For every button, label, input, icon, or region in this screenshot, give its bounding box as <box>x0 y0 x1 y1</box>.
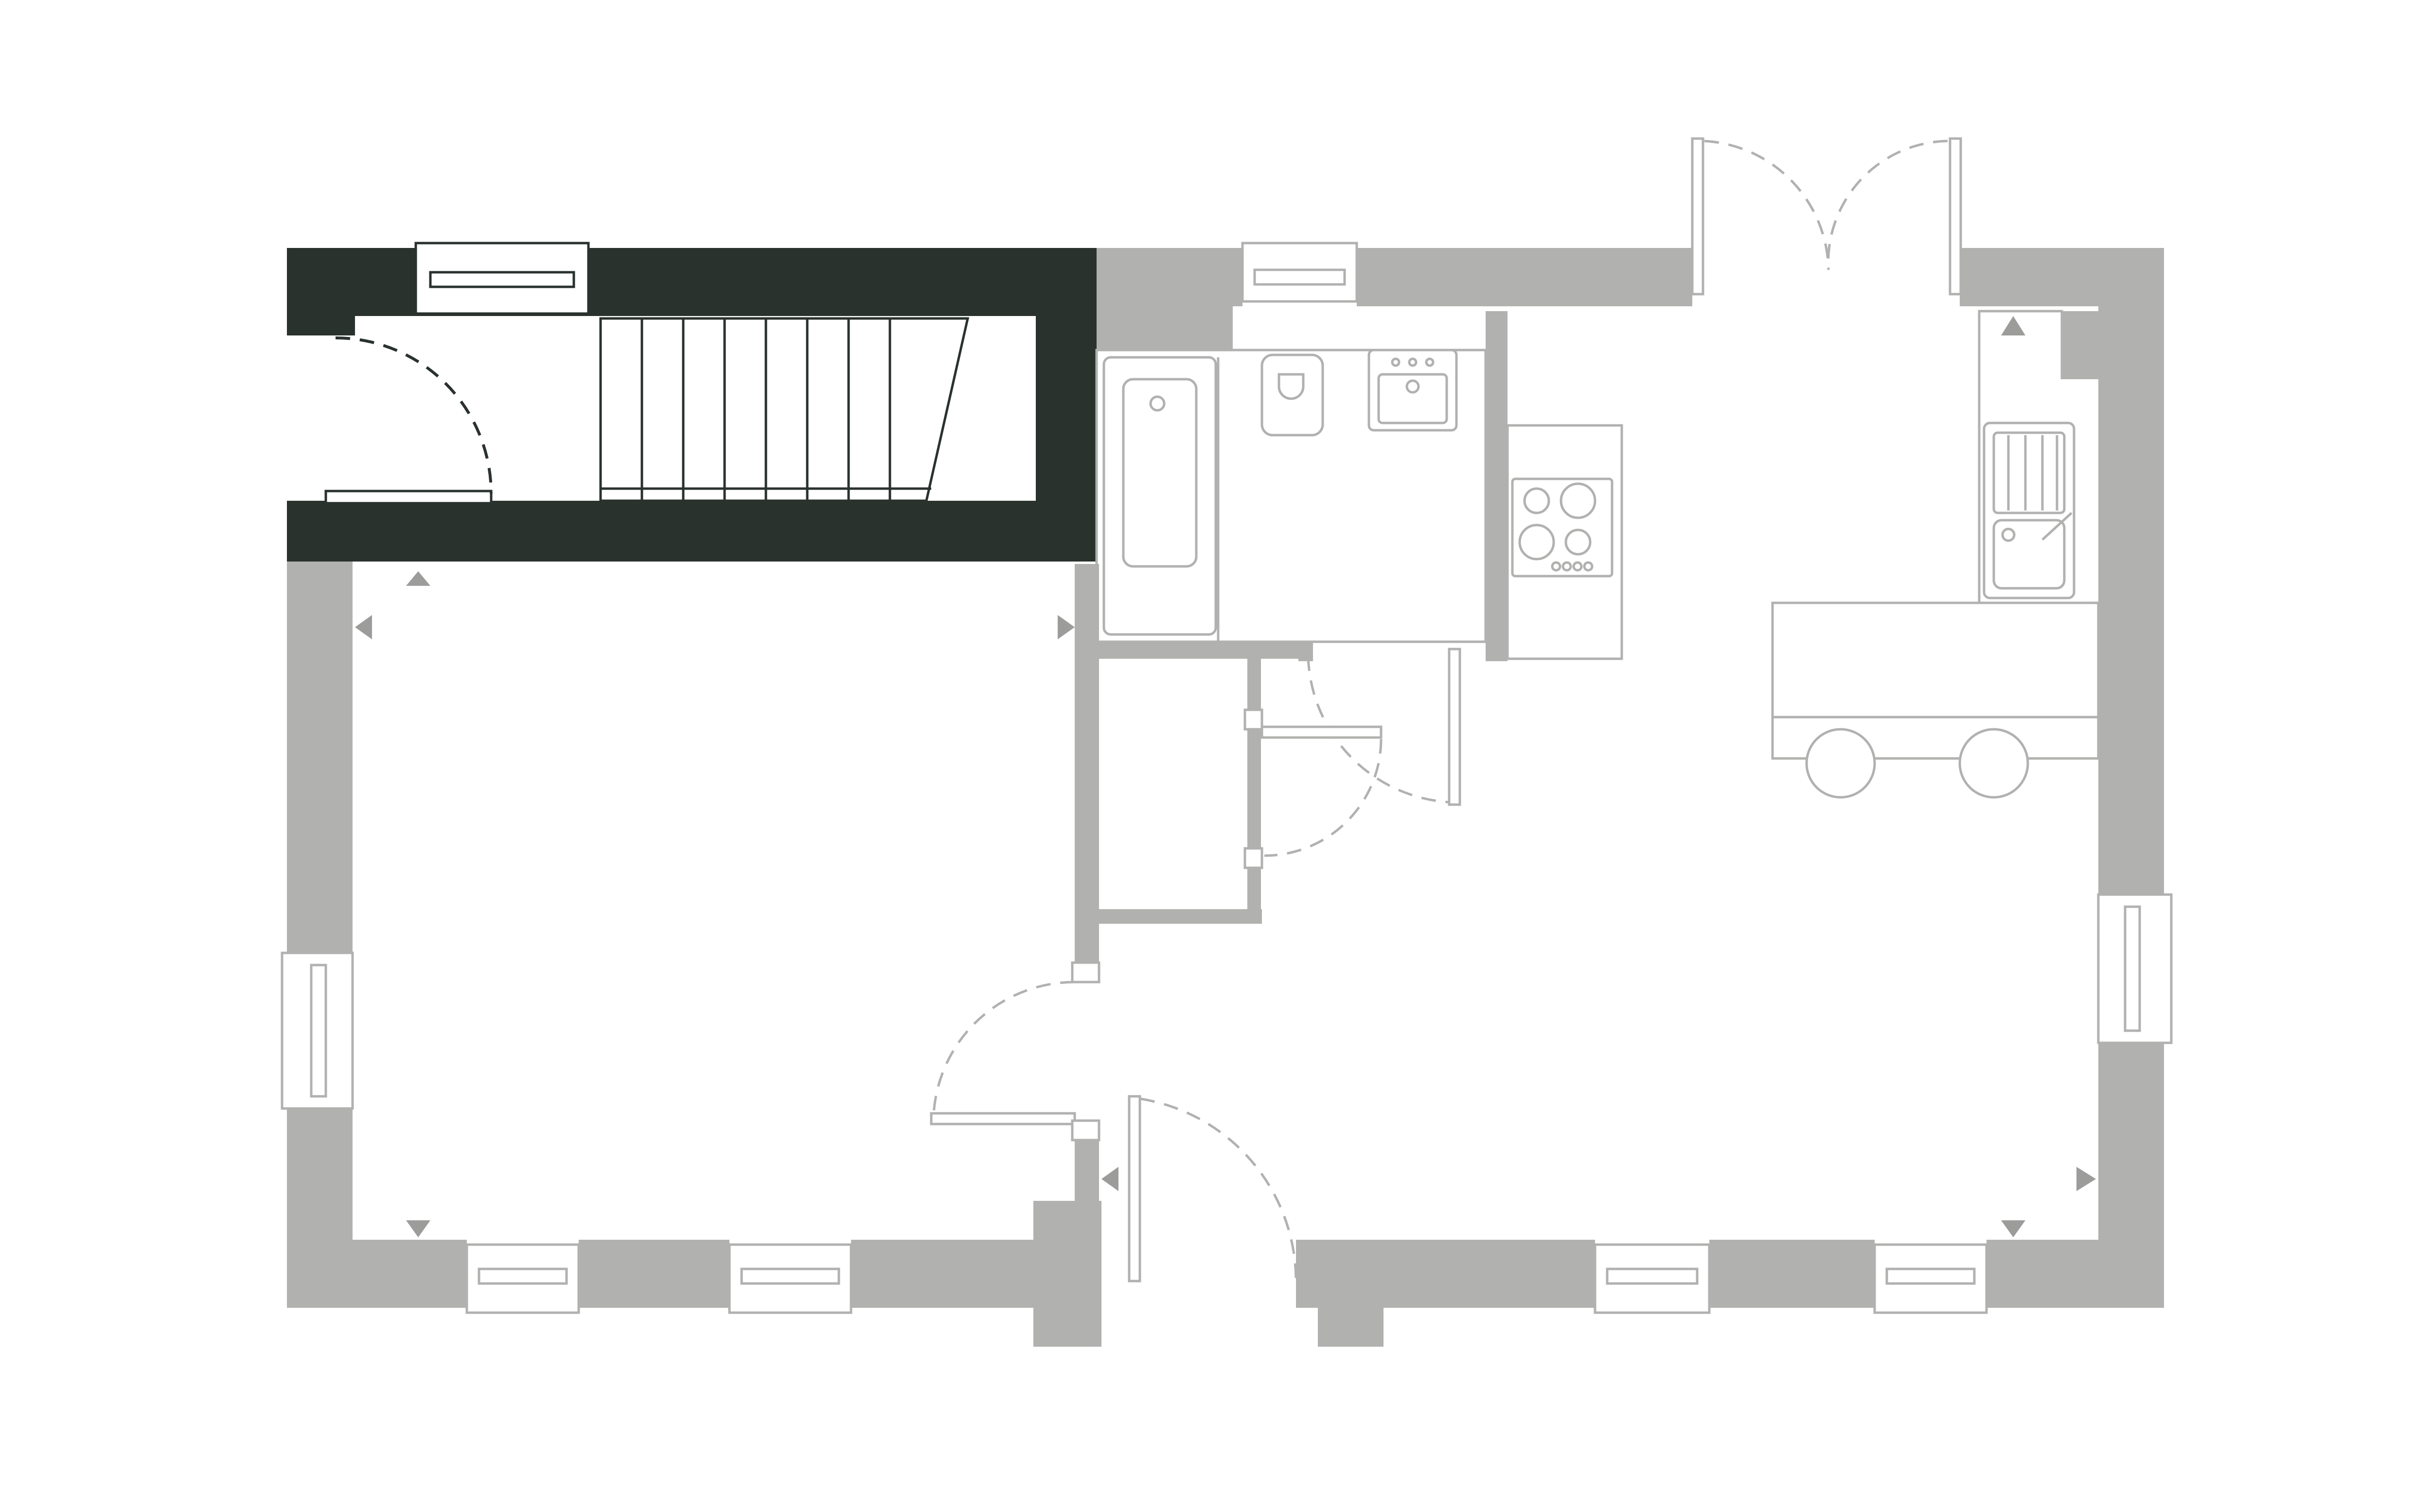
bath-bottom-partition <box>1097 642 1301 659</box>
bottom-wall-right-b <box>1709 1240 1875 1308</box>
sink-drainer <box>1992 431 2066 514</box>
bath-door-jamb <box>1298 642 1313 661</box>
room-dimension-marker-icon <box>2001 316 2025 335</box>
hob-ring-4 <box>1564 528 1592 556</box>
living-bottom-wall-b <box>579 1240 729 1308</box>
room-dimension-marker-icon <box>2076 1167 2096 1191</box>
basin-bowl <box>1377 373 1448 424</box>
dimension-markers <box>355 316 2096 1237</box>
staircase <box>287 242 1097 562</box>
entrance-pier <box>1318 1288 1383 1347</box>
top-wall-left <box>1097 248 1242 306</box>
living-bottom-wall-c <box>851 1240 1080 1308</box>
room-dimension-marker-icon <box>406 1220 430 1237</box>
bath-basin <box>1122 378 1198 568</box>
cupboard-door-swing-icon <box>1264 738 1383 857</box>
cupboard-door-jamb-bottom <box>1243 847 1263 869</box>
hob-ring-1 <box>1523 487 1550 514</box>
bath-drain <box>1149 395 1166 412</box>
living-door-jamb-top <box>1071 961 1100 984</box>
living-left-wall-upper <box>287 559 353 953</box>
toilet-bowl <box>1277 373 1305 400</box>
bathroom-door-swing-icon <box>1307 656 1450 804</box>
right-wall-upper <box>2098 248 2164 895</box>
stair-window-glazing <box>429 271 575 288</box>
kitchen-fixtures <box>1506 310 2100 799</box>
room-dimension-marker-icon <box>2001 1220 2025 1237</box>
french-door-left-leaf <box>1691 137 1704 296</box>
stair-door-swing-icon <box>335 336 493 494</box>
french-door-left-swing-icon <box>1704 140 1830 270</box>
stair-left-cap <box>287 248 355 335</box>
room-dimension-marker-icon <box>406 571 430 586</box>
stair-treads <box>601 318 931 501</box>
bath-right-partition <box>1486 311 1508 661</box>
entrance-door-leaf <box>1128 1095 1141 1283</box>
windows <box>281 242 2173 1314</box>
living-door-jamb-bottom <box>1071 1119 1100 1142</box>
bathroom-outline <box>1095 349 1487 643</box>
french-door-right-swing-icon <box>1827 140 1948 270</box>
stair-right-wall <box>1036 248 1097 562</box>
room-dimension-marker-icon <box>1058 615 1075 639</box>
stair-door-leaf <box>324 490 493 505</box>
living-bottom-wall-a <box>287 1240 467 1308</box>
bar-stool-1 <box>1805 728 1876 799</box>
stair-top-wall <box>287 248 1097 316</box>
walls-grey <box>1033 248 2164 1347</box>
cupboard-bottom-wall <box>1097 909 1262 924</box>
right-wall-notch <box>2062 311 2101 379</box>
bar-stool-2 <box>1958 728 2029 799</box>
top-wall-mid <box>1357 248 1692 306</box>
stair-flight <box>599 317 970 502</box>
bath-header-wall <box>1097 306 1233 350</box>
bathroom-fixtures <box>1095 349 1487 643</box>
walls-living-room <box>287 559 1080 1308</box>
bottom-wall-right-c <box>1986 1240 2164 1308</box>
room-dimension-marker-icon <box>1101 1167 1118 1191</box>
bathroom-door-leaf <box>1448 648 1461 806</box>
central-partition-upper <box>1075 564 1099 982</box>
cupboard-door-leaf <box>1260 725 1383 739</box>
entrance-door-swing-icon <box>1140 1097 1297 1284</box>
cupboard-door-jamb-top <box>1243 708 1263 731</box>
cupboard-right-wall <box>1247 659 1261 921</box>
room-dimension-marker-icon <box>355 615 372 639</box>
hob-ring-2 <box>1560 482 1596 519</box>
french-door-right-leaf <box>1949 137 1962 296</box>
living-door-leaf <box>930 1112 1076 1125</box>
living-door-swing-icon <box>932 981 1075 1114</box>
doors <box>930 137 1962 1284</box>
hob-ring-3 <box>1518 524 1555 561</box>
stair-bottom-wall <box>287 501 1097 562</box>
